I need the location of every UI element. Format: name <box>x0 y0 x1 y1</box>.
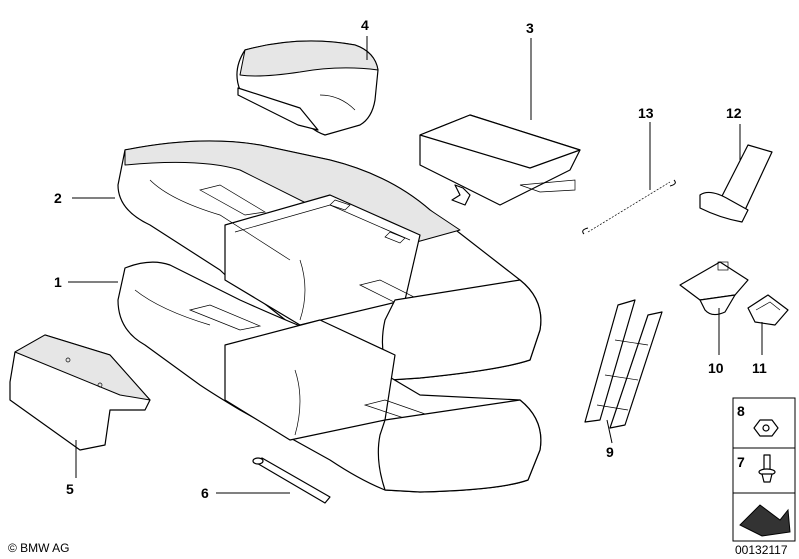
label-part-5: 5 <box>66 481 74 497</box>
label-part-4: 4 <box>361 17 369 33</box>
part-2-seat-cushion-cover <box>117 140 542 381</box>
bolt-icon <box>758 454 776 483</box>
label-part-11: 11 <box>752 360 767 376</box>
nut-icon <box>753 419 779 437</box>
arrow-icon <box>739 504 791 537</box>
label-part-12: 12 <box>726 105 742 121</box>
part-1-seat-cushion-base <box>117 261 542 493</box>
diagram-id: 00132117 <box>735 543 788 557</box>
label-part-6: 6 <box>201 485 209 501</box>
leader-lines <box>68 36 763 494</box>
label-part-8: 8 <box>737 403 745 419</box>
label-part-10: 10 <box>708 360 724 376</box>
copyright-text: © BMW AG <box>8 541 70 555</box>
label-part-7: 7 <box>737 454 745 470</box>
part-3-armrest-cushion <box>419 114 581 206</box>
part-13-tension-spring <box>582 179 676 235</box>
part-labels: 2 1 4 3 13 12 5 6 9 10 11 8 7 <box>54 17 767 501</box>
label-part-9: 9 <box>606 444 614 460</box>
part-4-upholstery-pad <box>236 40 379 136</box>
part-9-ladder-frame <box>584 299 663 429</box>
part-5-seat-pan-bracket <box>9 334 151 451</box>
label-part-13: 13 <box>638 105 654 121</box>
part-6-wire-rod <box>252 457 331 504</box>
part-11-clip <box>747 294 789 326</box>
label-part-1: 1 <box>54 274 62 290</box>
label-part-3: 3 <box>526 20 534 36</box>
part-12-strap <box>699 144 773 223</box>
label-part-2: 2 <box>54 190 62 206</box>
part-10-bracket-clip <box>679 261 749 316</box>
side-legend <box>732 397 796 542</box>
